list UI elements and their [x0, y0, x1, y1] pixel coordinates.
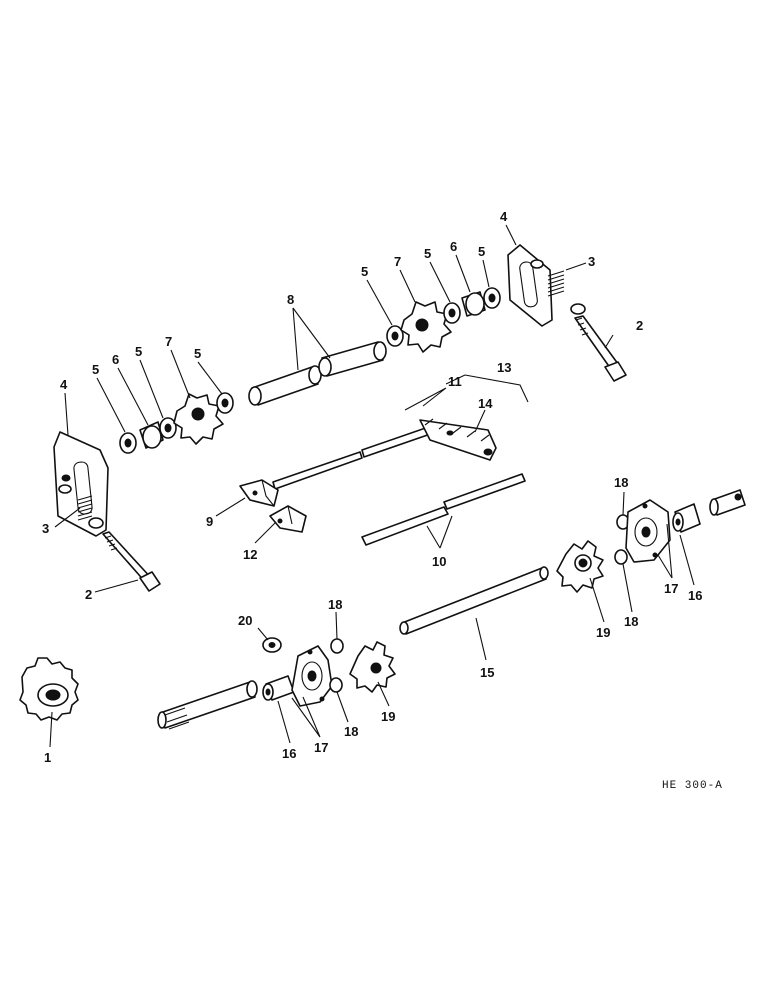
callout-7-left: 7	[165, 334, 172, 349]
callout-6-left: 6	[112, 352, 119, 367]
callout-17-right: 17	[664, 581, 678, 596]
callout-12: 12	[243, 547, 257, 562]
spring-left	[58, 484, 104, 529]
leader-lines	[49, 224, 695, 748]
callout-5-b: 5	[135, 344, 142, 359]
callout-5-f: 5	[478, 244, 485, 259]
lower-slides	[361, 473, 526, 546]
callout-2-left: 2	[85, 587, 92, 602]
callout-2-right: 2	[636, 318, 643, 333]
drawing-reference-code: HE 300-A	[662, 780, 723, 792]
tension-bolt-left	[102, 531, 161, 592]
callout-5-a: 5	[92, 362, 99, 377]
callout-19-right: 19	[596, 625, 610, 640]
right-stub-shaft	[709, 489, 746, 516]
right-idler-sprocket	[556, 540, 604, 593]
callout-1: 1	[44, 750, 51, 765]
callout-9: 9	[206, 514, 213, 529]
callout-10: 10	[432, 554, 446, 569]
right-flange-bearing	[625, 499, 671, 563]
right-bushing	[672, 503, 701, 533]
callout-4-left: 4	[60, 377, 68, 392]
callout-18-c: 18	[614, 475, 628, 490]
left-flange-bearing	[291, 645, 333, 707]
callout-15: 15	[480, 665, 494, 680]
callout-4-right: 4	[500, 209, 508, 224]
callout-5-e: 5	[424, 246, 431, 261]
callout-17-left: 17	[314, 740, 328, 755]
left-stub-shaft	[157, 680, 258, 730]
long-drive-shaft	[399, 566, 549, 635]
callout-18-b: 18	[344, 724, 358, 739]
tension-bolt-right	[574, 315, 627, 382]
callout-6-right: 6	[450, 239, 457, 254]
callout-19-left: 19	[381, 709, 395, 724]
chain-slides	[272, 422, 443, 490]
right-small-bushings	[614, 514, 630, 565]
callout-3-right: 3	[588, 254, 595, 269]
left-idler-sprocket	[349, 641, 396, 693]
callout-20: 20	[238, 613, 252, 628]
callout-labels: 1 2 2 3 3 4 4 5 5 5 5 5 5 6 6 7 7 8 9 10…	[42, 209, 702, 765]
mount-bracket	[239, 479, 279, 507]
callout-5-d: 5	[361, 264, 368, 279]
callout-14: 14	[478, 396, 493, 411]
callout-18-a: 18	[328, 597, 342, 612]
right-shaft-stack	[386, 287, 501, 353]
callout-3-left: 3	[42, 521, 49, 536]
left-shaft-stack	[119, 392, 234, 454]
drive-sprocket	[19, 657, 79, 721]
support-bracket	[269, 505, 307, 533]
callout-18-d: 18	[624, 614, 638, 629]
spring-right	[530, 259, 586, 315]
drive-chain	[419, 418, 497, 461]
bearing-plate-right	[507, 244, 553, 327]
left-bushing	[262, 675, 295, 701]
callout-11: 11	[448, 374, 462, 389]
callout-8: 8	[287, 292, 294, 307]
callout-16-right: 16	[688, 588, 702, 603]
flat-washer	[262, 637, 282, 653]
callout-5-c: 5	[194, 346, 201, 361]
left-small-bushings	[329, 638, 344, 693]
callout-7-right: 7	[394, 254, 401, 269]
callout-13: 13	[497, 360, 511, 375]
callout-16-left: 16	[282, 746, 296, 761]
pins	[248, 341, 387, 406]
